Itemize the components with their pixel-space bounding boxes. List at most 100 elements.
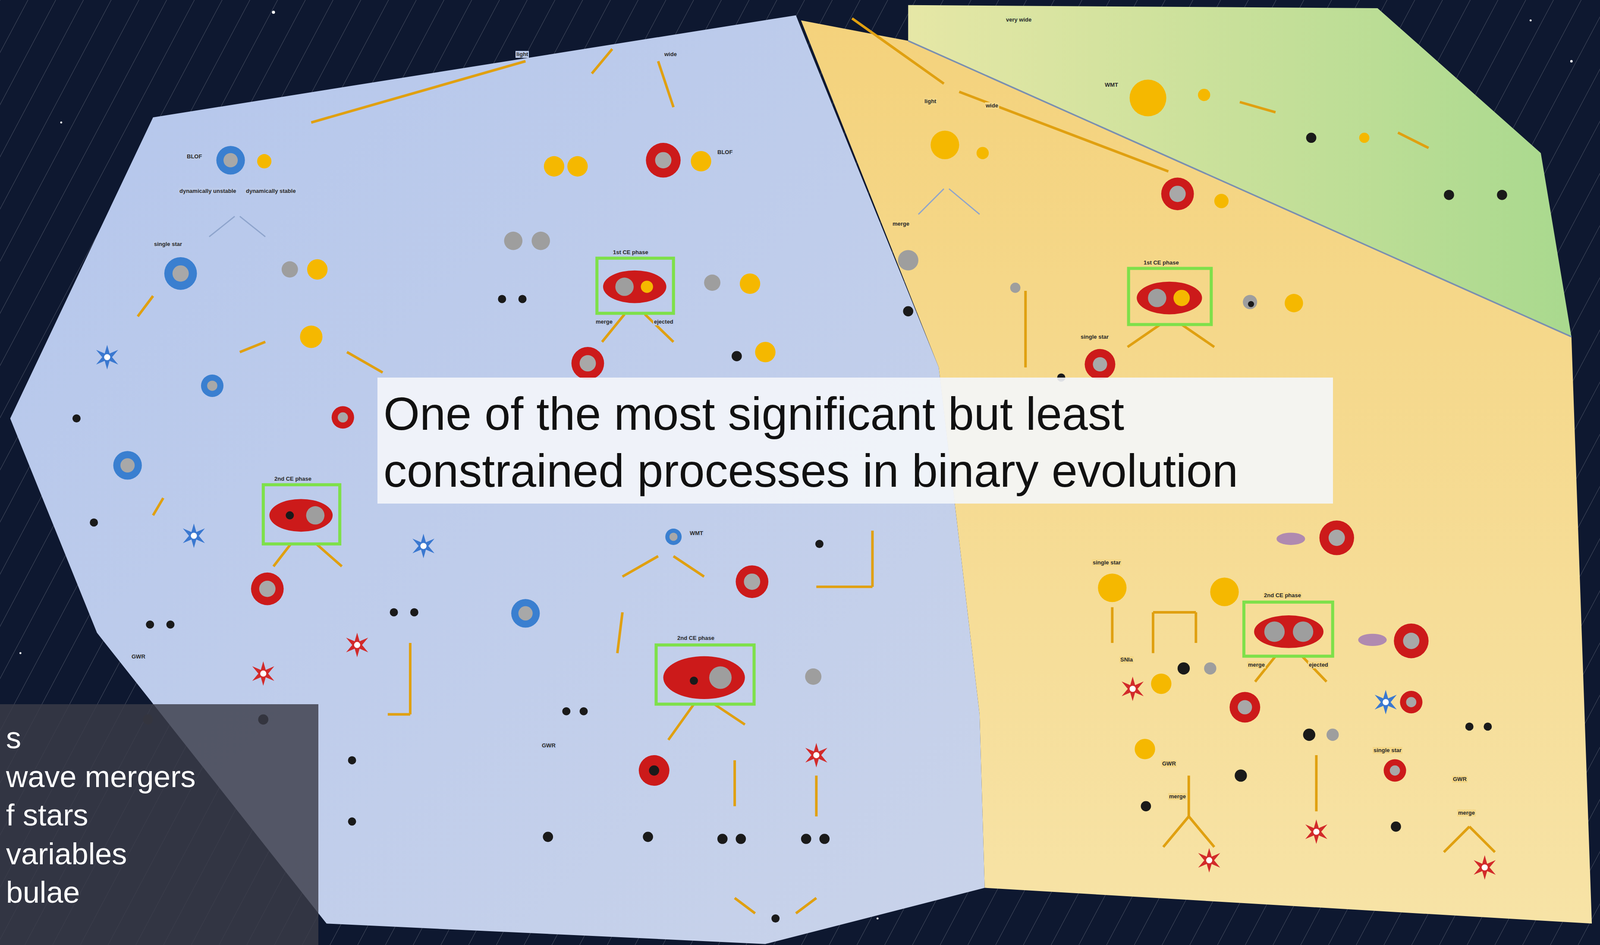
- diagram-label: 1st CE phase: [612, 248, 650, 256]
- star-core: [207, 380, 218, 391]
- flow-line: [1301, 656, 1327, 682]
- compact-dot: [518, 294, 527, 303]
- flow-line: [311, 61, 526, 123]
- diagram-label: wide: [984, 102, 1000, 110]
- flow-line: [408, 642, 412, 715]
- ce-highlight: [656, 644, 755, 705]
- yellow-star: [754, 341, 776, 362]
- flow-line: [1239, 102, 1276, 113]
- flow-line: [387, 713, 411, 716]
- flow-line: [622, 556, 659, 577]
- star-core: [1389, 765, 1401, 776]
- grey-star: [1326, 728, 1339, 741]
- diagram-label: single star: [153, 240, 183, 248]
- star-dot: [1570, 59, 1573, 63]
- disk: [1276, 532, 1305, 545]
- diagram-label: GWR: [1452, 775, 1468, 783]
- yellow-star: [1214, 193, 1229, 208]
- compact-dot: [1483, 722, 1492, 731]
- compact-dot: [542, 831, 554, 842]
- topic-item: bulae: [6, 873, 315, 912]
- flow-line: [714, 704, 745, 725]
- flow-line: [1181, 324, 1215, 347]
- flow-line: [591, 49, 613, 74]
- red-star: [735, 565, 769, 598]
- compact-dot: [145, 620, 155, 629]
- compact-dot: [1247, 301, 1255, 308]
- red-star: [638, 754, 670, 786]
- flow-line: [851, 18, 944, 84]
- supernova: [805, 742, 828, 768]
- compact-dot: [902, 306, 914, 317]
- grey-star: [1010, 282, 1021, 293]
- star-core: [1092, 357, 1107, 372]
- star-core: [259, 580, 276, 598]
- supernova: [1374, 689, 1397, 715]
- flow-line: [1194, 612, 1198, 643]
- diagram-label: very wide: [1005, 16, 1033, 24]
- blue-star: [113, 450, 142, 480]
- star-core: [648, 765, 660, 776]
- branch-line: [949, 188, 980, 215]
- diagram-label: BLOF: [716, 148, 734, 156]
- core: [306, 506, 325, 525]
- grey-star: [898, 249, 919, 271]
- red-star: [331, 405, 355, 429]
- blue-star: [216, 145, 245, 175]
- grey-star: [281, 260, 299, 278]
- compact-dot: [801, 833, 812, 844]
- diagram-label: GWR: [540, 741, 557, 749]
- flow-line: [1469, 826, 1495, 852]
- compact-dot: [1465, 722, 1474, 731]
- compact-dot: [1234, 769, 1247, 782]
- blue-star: [665, 528, 682, 545]
- flow-line: [668, 704, 694, 740]
- compact-dot: [166, 620, 175, 629]
- yellow-star: [543, 156, 565, 177]
- flow-line: [153, 497, 164, 516]
- compact-companion: [285, 511, 294, 520]
- yellow-star: [976, 147, 989, 160]
- compact-dot: [819, 833, 830, 844]
- red-star: [1393, 623, 1429, 658]
- diagram-label: GWR: [1161, 760, 1177, 767]
- blue-star: [511, 598, 540, 628]
- star-dot: [60, 121, 63, 124]
- compact-dot: [389, 608, 399, 617]
- yellow-star: [1150, 673, 1172, 694]
- yellow-star: [690, 150, 711, 172]
- compact-dot: [1496, 189, 1508, 201]
- supernova: [345, 632, 368, 657]
- diagram-label: merge: [1457, 809, 1476, 817]
- compact-dot: [1443, 189, 1455, 201]
- diagram-label: BLOF: [185, 153, 203, 161]
- diagram-label: single star: [1091, 559, 1122, 566]
- diagram-label: light: [515, 50, 529, 58]
- ce-highlight: [1128, 268, 1212, 325]
- red-star: [1229, 691, 1261, 723]
- flow-line: [137, 295, 153, 317]
- star-core: [669, 532, 678, 541]
- supernova: [1121, 676, 1144, 701]
- ce-highlight: [1243, 601, 1333, 656]
- disk: [1357, 633, 1387, 646]
- star-core: [1169, 185, 1186, 202]
- compact-dot: [731, 351, 742, 362]
- diagram-label: 2nd CE phase: [676, 634, 716, 642]
- diagram-label: merge: [1168, 792, 1187, 800]
- topic-list-panel: swave mergersf starsvariablesbulae: [0, 704, 319, 945]
- yellow-star: [1210, 577, 1239, 607]
- yellow-star: [1359, 132, 1370, 143]
- flow-line: [658, 61, 674, 107]
- diagram-label: 1st CE phase: [1142, 259, 1180, 267]
- star-dot: [876, 917, 879, 920]
- core: [709, 666, 732, 689]
- supernova: [412, 533, 435, 559]
- red-star: [571, 346, 605, 380]
- star-dot: [271, 10, 275, 14]
- diagram-label: single star: [1079, 333, 1110, 341]
- grey-star: [1203, 662, 1217, 675]
- compact-dot: [89, 518, 98, 527]
